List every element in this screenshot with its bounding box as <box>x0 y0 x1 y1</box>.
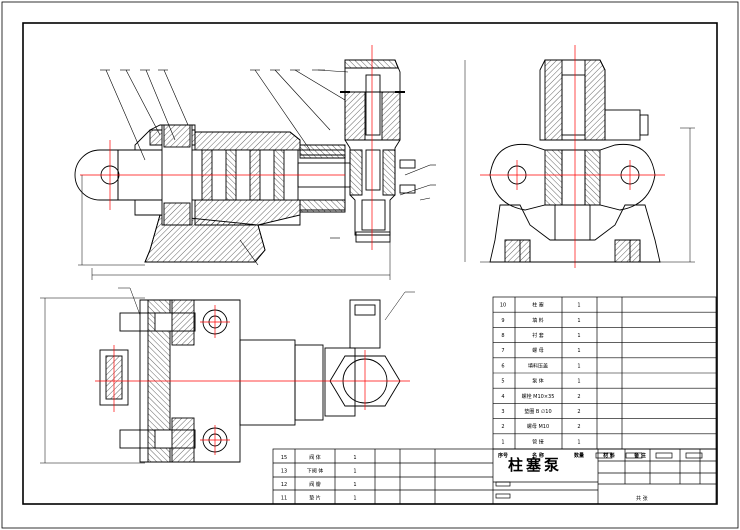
parts-item-name: 阀 体 <box>309 454 321 461</box>
parts-item-quantity: 1 <box>353 496 356 502</box>
bom-item-quantity: 1 <box>577 439 580 445</box>
bom-item-number: 4 <box>501 394 504 400</box>
bom-item-quantity: 1 <box>577 333 580 339</box>
bom-header-cell: 序号 <box>497 452 508 459</box>
bom-item-name: 柱 塞 <box>532 302 544 309</box>
parts-item-number: 15 <box>281 455 287 461</box>
parts-item-quantity: 1 <box>353 469 356 475</box>
bom-row-lines <box>493 311 716 450</box>
bom-item-quantity: 1 <box>577 379 580 385</box>
bom-item-name: 螺母 M10 <box>527 423 549 430</box>
bom-item-quantity: 2 <box>577 394 580 400</box>
bom-item-name: 螺 母 <box>532 347 544 354</box>
bom-header-cell: 数量 <box>574 452 584 459</box>
side-view-dimensions <box>464 60 695 263</box>
bom-item-name: 管 接 <box>532 438 544 445</box>
bom-item-number: 8 <box>501 333 504 339</box>
bom-item-name: 泵 体 <box>532 378 544 385</box>
top-view-centerlines <box>95 305 410 455</box>
sheet-count-label: 共 张 <box>636 495 648 502</box>
front-view-dimensions <box>78 175 391 280</box>
top-view-dimensions <box>40 287 415 464</box>
front-view-centerlines <box>80 45 373 250</box>
bom-item-number: 3 <box>501 409 504 415</box>
bom-header-cell: 材 料 <box>603 452 615 459</box>
parts-item-number: 13 <box>281 469 287 475</box>
bom-item-quantity: 2 <box>577 409 580 415</box>
parts-item-name: 阀 瓣 <box>309 481 321 488</box>
bom-item-quantity: 1 <box>577 363 580 369</box>
parts-item-number: 12 <box>281 482 287 488</box>
parts-item-quantity: 1 <box>353 455 356 461</box>
side-view <box>489 59 661 263</box>
front-section-view <box>74 59 416 263</box>
bom-item-number: 2 <box>501 424 504 430</box>
bom-item-number: 5 <box>501 379 504 385</box>
bom-header-cell: 名 称 <box>532 452 544 459</box>
parts-item-name: 下阀 体 <box>307 468 324 475</box>
bom-item-quantity: 1 <box>577 303 580 309</box>
bom-item-name: 垫圈 B ∅10 <box>524 408 551 415</box>
bom-item-number: 9 <box>501 318 504 324</box>
bom-item-number: 10 <box>500 303 506 309</box>
parts-item-number: 11 <box>281 496 287 502</box>
title-block-frame <box>272 448 717 505</box>
bom-item-number: 7 <box>501 348 504 354</box>
bom-item-name: 衬 套 <box>532 332 544 339</box>
bom-item-quantity: 1 <box>577 348 580 354</box>
bom-item-number: 6 <box>501 363 504 369</box>
parts-item-name: 垫 片 <box>309 495 321 502</box>
drawing-title: 柱塞泵 <box>508 456 562 474</box>
bom-item-quantity: 2 <box>577 424 580 430</box>
bom-header-cell: 备 注 <box>633 452 646 459</box>
front-view-leaders <box>100 69 436 266</box>
bom-item-name: 填 料 <box>532 317 544 324</box>
bom-item-quantity: 1 <box>577 318 580 324</box>
parts-item-quantity: 1 <box>353 482 356 488</box>
bom-item-name: 螺栓 M10×35 <box>522 393 555 400</box>
bom-item-name: 填料压盖 <box>528 362 548 369</box>
bom-item-number: 1 <box>501 439 504 445</box>
side-view-centerlines <box>480 45 665 268</box>
bom-text-layer: 10 柱 塞 1 9 填 料 1 8 衬 套 1 7 螺 母 1 6 填料压盖 1 5 泵 体 1 4 螺栓 M10×… <box>497 302 646 459</box>
